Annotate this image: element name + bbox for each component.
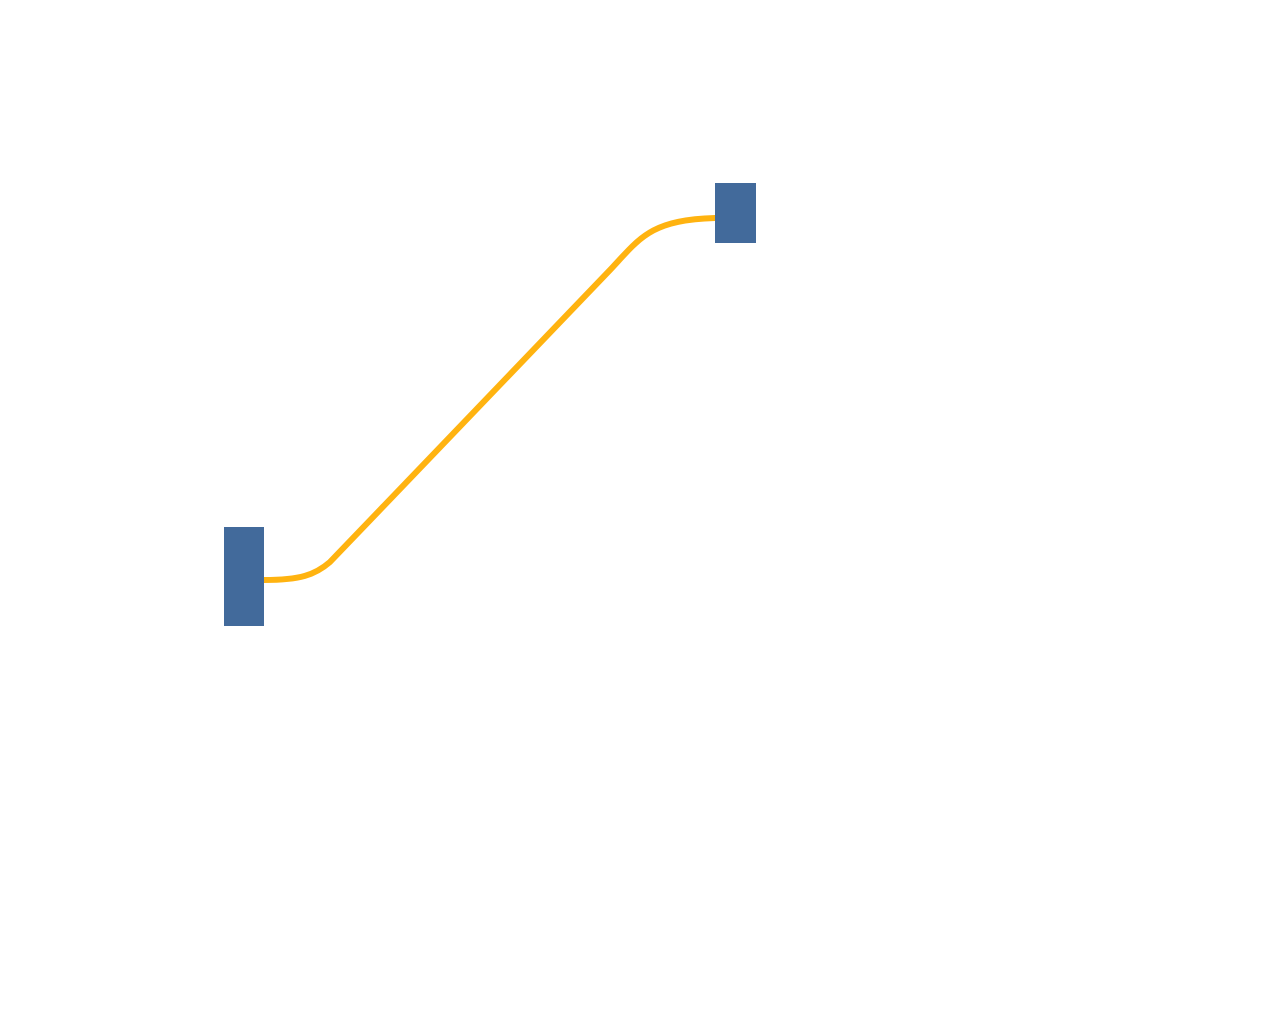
sankey-node-target[interactable] <box>715 183 756 243</box>
sankey-link[interactable] <box>261 215 718 583</box>
sankey-node-source[interactable] <box>224 527 264 626</box>
